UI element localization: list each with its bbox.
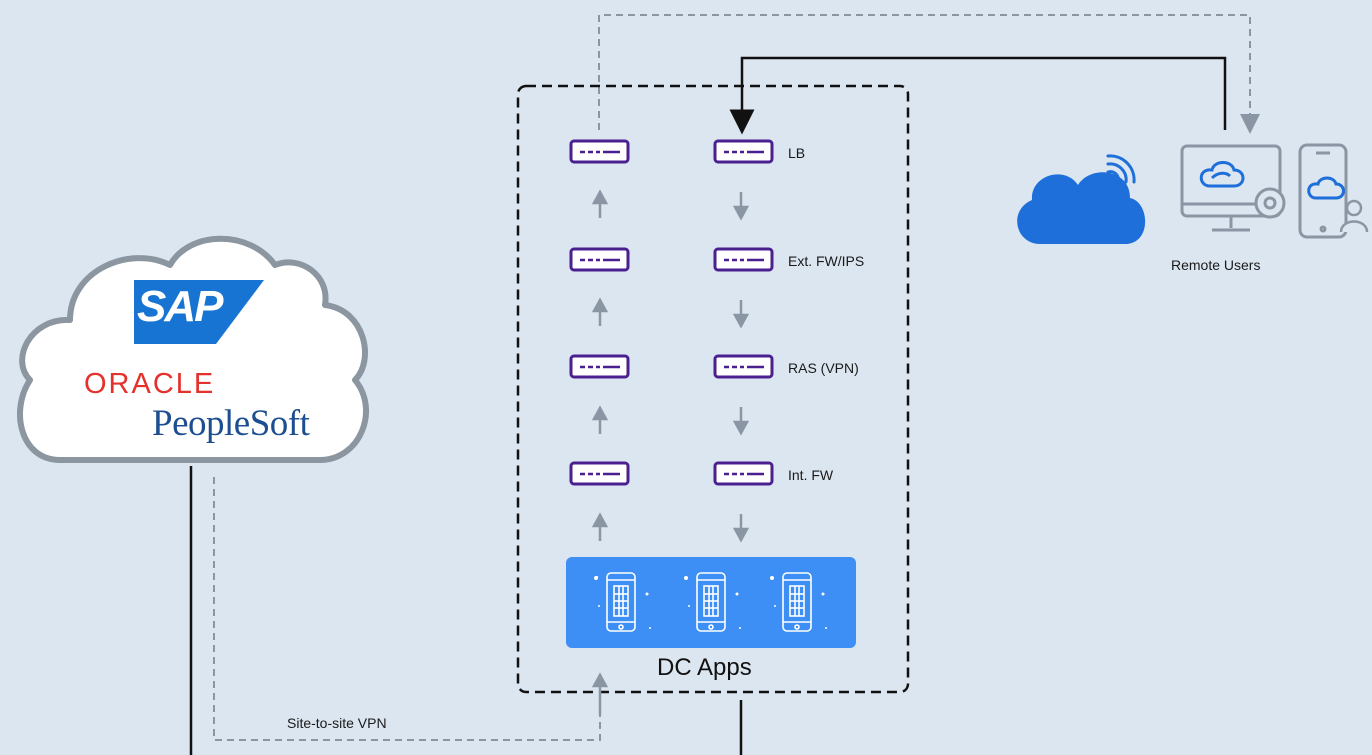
- app-phone-icon-2: [696, 572, 726, 632]
- saas-cloud-shape: [17, 235, 369, 463]
- up-arrows-left: [591, 189, 609, 715]
- remote-users-label: Remote Users: [1171, 257, 1261, 273]
- sap-logo-text: SAP: [137, 282, 223, 331]
- peoplesoft-logo-text: PeopleSoft: [152, 403, 310, 444]
- wifi-signal-icon: [1106, 154, 1136, 184]
- mobile-device-icon: [1298, 143, 1348, 239]
- mobile-client-icon: [1307, 176, 1345, 200]
- device-ras: [713, 354, 774, 379]
- device-left-4: [569, 461, 630, 486]
- device-ext-fw: [713, 247, 774, 272]
- device-left-1: [569, 139, 630, 164]
- dc-apps-panel: [566, 557, 856, 648]
- label-lb: LB: [788, 145, 806, 161]
- sparkle-decorations: [594, 576, 827, 629]
- gear-icon: [1254, 187, 1286, 219]
- zscaler-client-icon: [1199, 161, 1245, 188]
- user-icon: [1339, 199, 1369, 233]
- site-to-site-vpn-label: Site-to-site VPN: [287, 715, 387, 731]
- data-center-boundary: [516, 84, 910, 694]
- sap-logo: [134, 280, 264, 344]
- down-arrows-right: [732, 192, 750, 543]
- site-to-site-vpn-connector: [213, 477, 601, 741]
- return-path-dashed-connector: [598, 14, 1260, 134]
- remote-users-to-lb-connector: [729, 56, 1227, 135]
- device-int-fw: [713, 461, 774, 486]
- oracle-logo-text: ORACLE: [84, 368, 216, 400]
- dc-apps-label: DC Apps: [657, 654, 752, 681]
- cloud-icon: [1017, 172, 1146, 244]
- label-ext-fw: Ext. FW/IPS: [788, 253, 865, 269]
- device-lb: [713, 139, 774, 164]
- app-phone-icon-3: [782, 572, 812, 632]
- label-int-fw: Int. FW: [788, 467, 834, 483]
- device-left-3: [569, 354, 630, 379]
- label-ras: RAS (VPN): [788, 360, 859, 376]
- device-left-2: [569, 247, 630, 272]
